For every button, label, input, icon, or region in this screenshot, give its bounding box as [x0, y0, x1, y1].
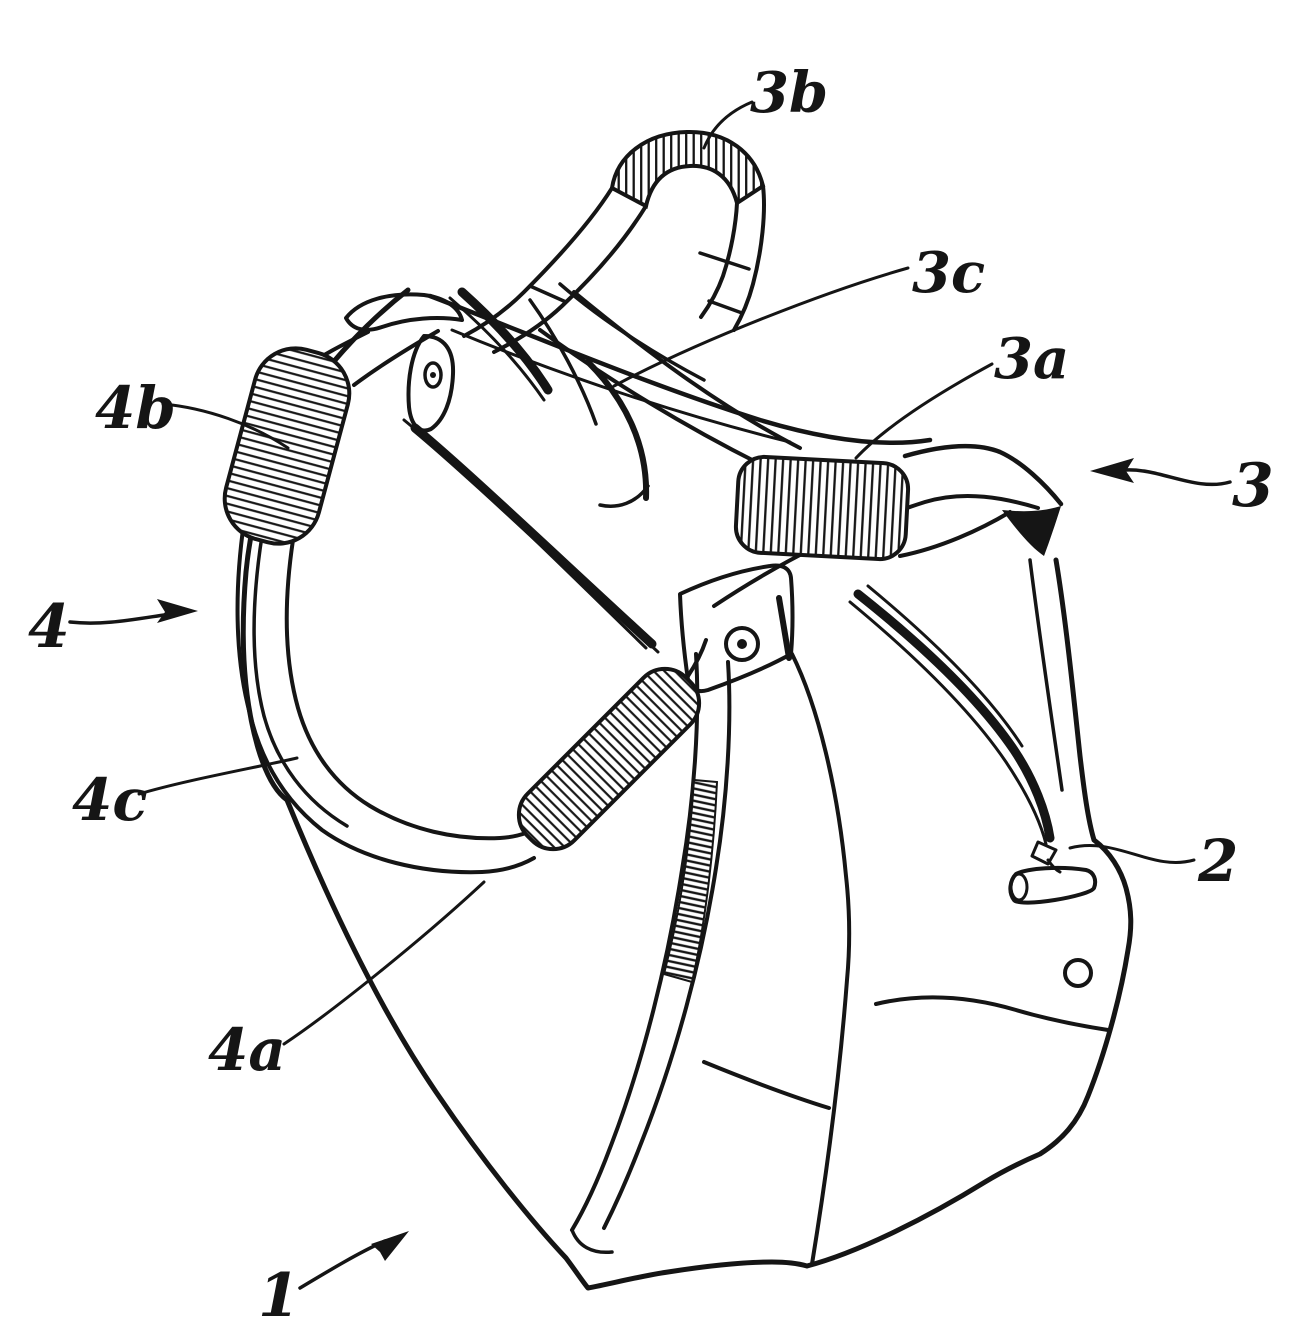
ref-label-3b: 3b: [750, 60, 828, 126]
patch-grommet-ring: [724, 626, 760, 662]
arrow-1-head: [371, 1231, 409, 1261]
grip-wrap-front-lower: [516, 666, 702, 852]
pocket-zipper-left-edge: [570, 652, 700, 1232]
corner-tape-line: [1028, 558, 1064, 792]
patch-slit: [776, 595, 792, 661]
zipper-slider: [1030, 840, 1058, 866]
ref-label-3a: 3a: [994, 326, 1069, 392]
leader-lines: [68, 100, 1232, 1290]
front-strap-loop-outer: [235, 520, 536, 875]
back-rim-inner: [450, 328, 792, 444]
rear-handle-right-leg-inner: [699, 201, 739, 319]
grommet-tab: [406, 334, 456, 433]
mouth-fold-3: [598, 484, 650, 508]
leader-line-4b: [161, 402, 290, 450]
leader-line-3a: [854, 362, 994, 460]
grip-wrap-3b-coils: [609, 129, 766, 209]
rear-handle-right-leg-outer: [732, 184, 766, 332]
grip-wrap-3b: [609, 129, 766, 209]
lower-seam: [702, 1060, 831, 1110]
ref-label-4b: 4b: [95, 374, 176, 442]
front-zipper-tape-b: [422, 434, 660, 654]
grip-wrap-3a-coils: [733, 454, 911, 562]
patch-grommet-dot: [737, 639, 747, 649]
ref-label-1: 1: [258, 1261, 300, 1331]
front-strap-loop-mid: [252, 534, 349, 828]
side-zipper: [848, 584, 1098, 905]
rear-strap-lower-edge: [538, 328, 762, 466]
ref-label-4: 4: [28, 592, 70, 662]
grip-wrap-3a: [733, 454, 911, 562]
arrow-3-shaft: [1123, 468, 1232, 487]
ref-label-4c: 4c: [72, 766, 148, 834]
corner-cusp: [1002, 506, 1061, 556]
ref-label-2: 2: [1197, 827, 1238, 895]
mouth-fold-dark: [585, 359, 650, 501]
front-panel-right-edge: [790, 652, 852, 1266]
front-zipper-tape-upper: [448, 296, 546, 402]
ref-label-3c: 3c: [912, 240, 985, 306]
tab-grommet-hole: [423, 361, 443, 389]
bag-outline: [240, 287, 1134, 1291]
side-zipper-band: [853, 589, 1055, 843]
arrow-1-shaft: [298, 1239, 387, 1290]
side-zipper-tape-b: [848, 600, 1048, 846]
strap-end-bottom: [898, 510, 1012, 558]
ref-label-3: 3: [1232, 451, 1274, 521]
strap-crossbar-1: [698, 251, 751, 271]
pocket-zipper-right-edge: [602, 660, 732, 1230]
pocket-zipper-bottom-hook: [570, 1228, 614, 1255]
arrow-4-head: [157, 599, 198, 623]
strap-crossbar-3: [528, 284, 568, 304]
leader-line-3c: [612, 266, 910, 388]
rear-handle-left-leg-inner: [492, 204, 648, 354]
stud-button: [1063, 958, 1093, 988]
rear-handle-left-leg-outer: [462, 186, 614, 338]
rear-handle: [462, 184, 1064, 558]
strap-crossbar-2: [707, 299, 744, 315]
arrow-3-head: [1090, 458, 1134, 483]
bag-body: [240, 282, 1134, 1291]
front-pocket-zipper: [570, 652, 732, 1255]
tab-grommet-dot: [430, 372, 436, 378]
leader-line-4a: [282, 880, 486, 1046]
side-zipper-tape-a: [866, 584, 1024, 748]
front-top-zipper: [402, 287, 660, 654]
front-strap-to-patch: [686, 638, 708, 678]
strap-end-top: [902, 443, 1064, 507]
front-handle-ear-flap: [344, 292, 464, 332]
leader-line-3b: [702, 100, 754, 150]
front-handle: [235, 292, 708, 875]
zipper-pull-cap: [1009, 872, 1029, 902]
right-face-bottom-seam: [874, 995, 1110, 1032]
grip-wrap-front-lower-coils: [516, 666, 702, 852]
leader-line-2: [1068, 844, 1196, 864]
mouth-fold-1: [528, 298, 598, 426]
front-strap-loop-inner: [284, 538, 546, 841]
pocket-zipper-teeth: [662, 778, 719, 984]
rear-strap-upper-edge: [572, 290, 802, 450]
leader-line-4c: [137, 756, 299, 796]
reference-labels: 3b 3c 3a 3 4b 4 4c 2 4a 1: [28, 60, 1274, 1331]
front-strap-upper-b: [352, 329, 440, 387]
ref-label-4a: 4a: [208, 1016, 286, 1084]
